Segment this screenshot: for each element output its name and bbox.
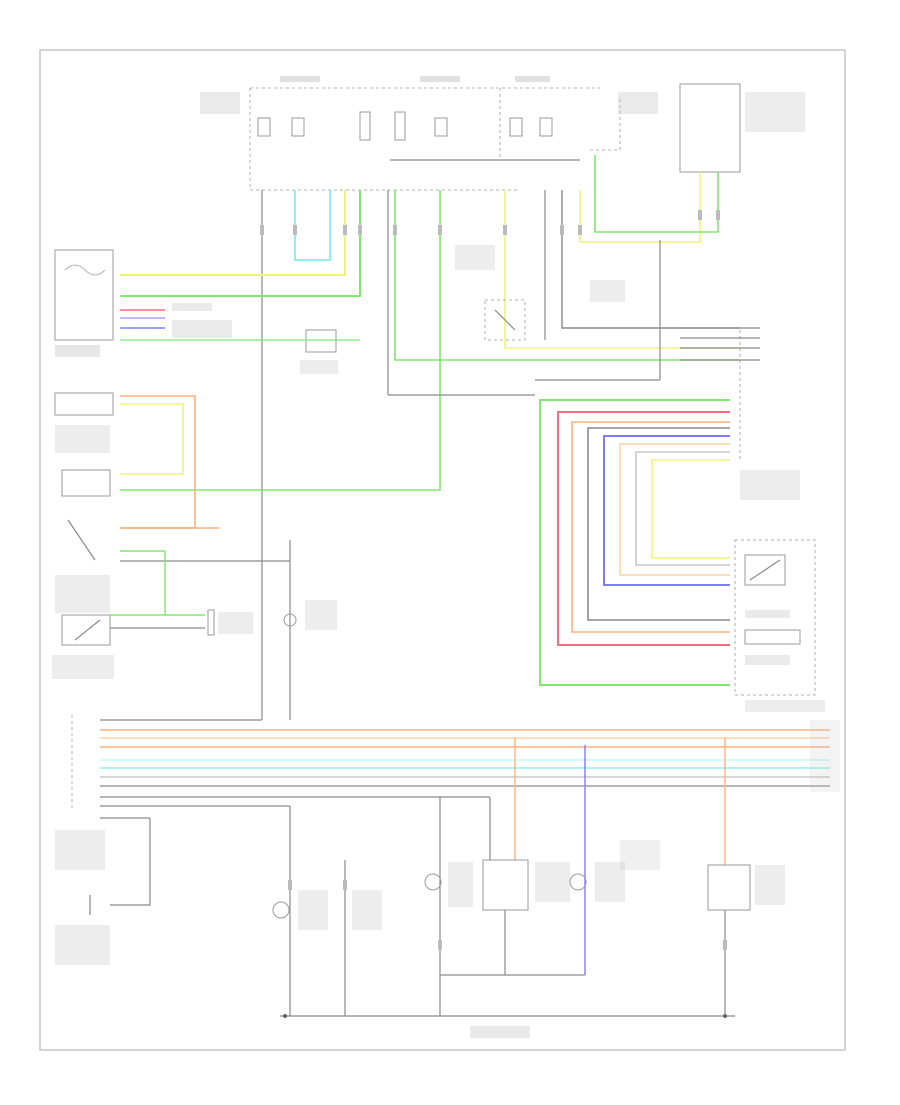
switch-label <box>55 345 100 357</box>
parking-switch-icon <box>74 619 101 641</box>
switch-symbol-icon <box>64 264 106 276</box>
comb-switch-label <box>740 470 800 500</box>
turn-switch-icon <box>749 559 781 581</box>
relay-label-2 <box>590 280 625 302</box>
lamp-right <box>344 860 382 1016</box>
trailer-relay-label-2 <box>55 925 110 965</box>
lamp-assembly-icon <box>482 859 529 911</box>
fuse-label-1 <box>280 76 320 82</box>
ground-point <box>280 1014 735 1038</box>
relay-label <box>455 245 495 270</box>
combination-switch-header <box>590 92 658 151</box>
combination-wires <box>539 399 730 686</box>
trailer-relay-label-1 <box>55 830 105 870</box>
relay-1-icon <box>359 111 371 141</box>
lamp-left <box>272 806 328 1016</box>
turn-switch-label <box>745 700 825 712</box>
fuse-2-icon <box>291 117 305 137</box>
fuse-4-icon <box>509 117 523 137</box>
trailer-lighting-relay <box>55 818 151 965</box>
lamp-assembly-icon <box>707 864 751 911</box>
fuse-label-2 <box>420 76 460 82</box>
bottom-harness <box>71 715 840 819</box>
gauge-control-box <box>679 83 741 173</box>
bulb-icon <box>424 873 442 891</box>
gauge-control-module <box>679 83 805 173</box>
fuse-3-icon <box>434 117 448 137</box>
under-dash-fuse-relay-box <box>200 76 600 191</box>
connector-ticks <box>260 210 727 950</box>
switch-contact-icon <box>67 519 96 561</box>
lamp-far-right <box>707 738 785 1016</box>
brake-label <box>55 575 110 613</box>
header-label <box>618 92 658 114</box>
fuse-1-icon <box>257 117 271 137</box>
combination-switch-lower <box>680 327 800 500</box>
parking-brake-switch <box>52 609 253 679</box>
inline-connector <box>300 329 338 374</box>
hands-free-switch <box>54 249 360 357</box>
center-relay <box>455 245 625 341</box>
turn-signal-switch <box>734 539 825 712</box>
lamp-center-right <box>440 738 660 976</box>
bulb-icon <box>569 873 587 891</box>
brake-light-switch <box>55 469 290 615</box>
box-label-block <box>200 92 240 114</box>
fuse-5-icon <box>539 117 553 137</box>
center-junction <box>283 540 337 720</box>
gauge-label <box>745 92 805 132</box>
bulb-icon <box>272 901 290 919</box>
ground-label <box>470 1026 530 1038</box>
defogger-label <box>55 425 110 453</box>
parking-label <box>52 655 114 679</box>
fuse-label-3 <box>515 76 550 82</box>
diagram-frame <box>39 49 846 1051</box>
rear-window-defogger-switch <box>54 392 196 529</box>
lamp-center-left <box>424 797 473 1016</box>
relay-2-icon <box>394 111 406 141</box>
